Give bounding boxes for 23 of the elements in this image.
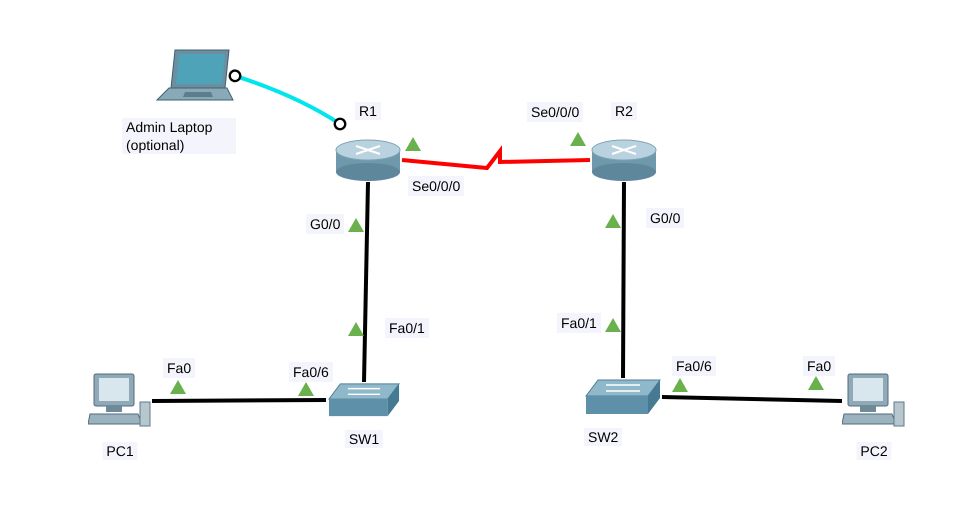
port-label: G0/0 [646, 208, 684, 228]
network-cable [662, 395, 842, 403]
device-label: SW2 [584, 428, 622, 446]
port-label: G0/0 [306, 214, 344, 234]
device-label: PC1 [102, 442, 138, 460]
console-cable [228, 69, 346, 130]
network-cable [362, 182, 370, 382]
network-cable [402, 145, 590, 170]
port-label: Fa0/6 [289, 362, 333, 382]
port-label: Fa0/1 [557, 313, 601, 333]
port-label: Fa0/1 [385, 318, 429, 338]
device-label: SW1 [344, 430, 384, 448]
device-label: Admin Laptop (optional) [122, 118, 236, 154]
port-label: Se0/0/0 [408, 176, 464, 196]
port-label: Fa0 [163, 358, 196, 378]
network-cable [621, 182, 626, 378]
device-label: R2 [611, 102, 637, 120]
port-label: Fa0/6 [672, 356, 716, 376]
device-label: R1 [355, 102, 381, 120]
network-cable [152, 398, 326, 403]
port-label: Fa0 [803, 356, 836, 376]
port-label: Se0/0/0 [527, 102, 584, 122]
device-label: PC2 [856, 442, 892, 460]
